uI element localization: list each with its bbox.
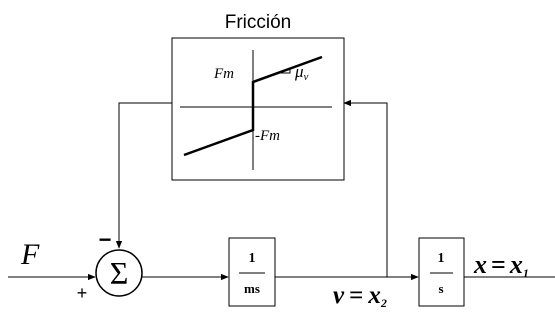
friction-title: Fricción [225, 12, 292, 33]
output-label: x=x1 [473, 250, 529, 280]
block-s [418, 237, 465, 307]
velocity-equals: = [349, 282, 363, 309]
block-ms-denominator: ms [244, 281, 260, 296]
plus-sign: + [77, 283, 88, 303]
block-s-numerator: 1 [438, 251, 445, 266]
block-s-denominator: s [438, 281, 443, 296]
slope-marker [278, 68, 291, 74]
output-subscript: 1 [523, 266, 529, 280]
summing-junction [95, 249, 143, 297]
feedback-to-sum [115, 102, 172, 249]
block-ms-numerator: 1 [249, 251, 256, 266]
output-x: x [473, 250, 487, 279]
label-neg-fm-text: -Fm [255, 128, 280, 144]
label-mu-v: μv [294, 62, 309, 83]
output-x1: x [509, 250, 523, 279]
friction-block [171, 37, 345, 181]
velocity-x: x [367, 282, 381, 309]
velocity-v: v [333, 282, 345, 309]
input-label-f: F [20, 238, 40, 271]
mu-subscript: v [304, 71, 309, 83]
mu-symbol: μ [294, 62, 304, 81]
label-neg-fm: -Fm [255, 128, 280, 144]
velocity-label: v=x2 [333, 282, 387, 310]
minus-sign: − [99, 227, 112, 252]
label-fm: Fm [213, 66, 234, 82]
block-ms [228, 237, 276, 307]
velocity-subscript: 2 [380, 296, 387, 310]
friction-curve [183, 55, 323, 157]
output-equals: = [491, 250, 506, 279]
sum-symbol: Σ [110, 255, 129, 291]
feedback-path [343, 99, 388, 277]
